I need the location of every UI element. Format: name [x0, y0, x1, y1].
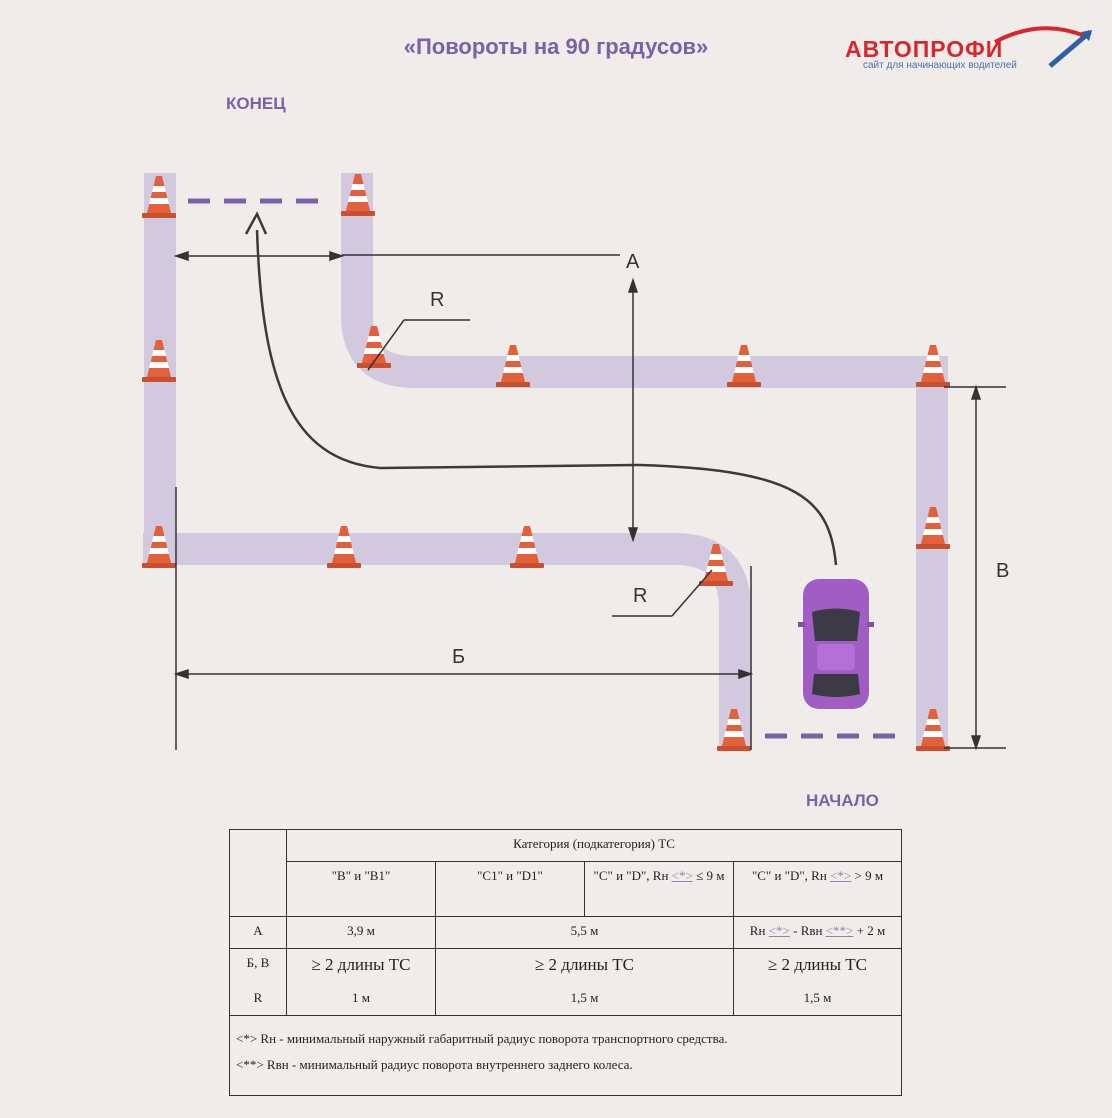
- row-label-bv: Б, В: [229, 948, 287, 984]
- footnote: <*> Rн - минимальный наружный габаритный…: [236, 1030, 728, 1046]
- table-row: Б, В ≥ 2 длины ТС ≥ 2 длины ТС ≥ 2 длины…: [229, 948, 902, 984]
- table-cell: 3,9 м: [286, 915, 436, 949]
- path-arrow-icon: [244, 211, 268, 235]
- logo-tagline: сайт для начинающих водителей: [863, 60, 1017, 71]
- start-label: НАЧАЛО: [806, 791, 879, 810]
- row-label-a: А: [229, 915, 287, 949]
- page-title: «Повороты на 90 градусов»: [403, 34, 709, 59]
- table-cell: ≥ 2 длины ТС: [286, 948, 436, 984]
- footnote: <**> Rвн - минимальный радиус поворота в…: [236, 1056, 633, 1072]
- radius-label-top: R: [430, 289, 444, 311]
- table-notes: <*> Rн - минимальный наружный габаритный…: [229, 1014, 902, 1097]
- column-header: "C" и "D", Rн <*> > 9 м: [733, 860, 902, 917]
- table-cell: ≥ 2 длины ТС: [435, 948, 734, 984]
- table-cell: 1,5 м: [733, 983, 902, 1016]
- column-header: "C1" и "D1": [435, 860, 585, 917]
- track-bottom-lane: [143, 533, 751, 750]
- table-cell: 1,5 м: [435, 983, 734, 1016]
- requirements-table: Категория (подкатегория) ТС "B" и "B1" "…: [229, 829, 902, 1097]
- driving-path: [255, 229, 838, 566]
- column-header: "C" и "D", Rн <*> ≤ 9 м: [584, 860, 734, 917]
- car-icon: [798, 579, 874, 709]
- dimension-lines: [173, 250, 1006, 751]
- logo: АВТОПРОФИ сайт для начинающих водителей: [845, 24, 1095, 74]
- table-header: Категория (подкатегория) ТС: [286, 829, 902, 862]
- table-cell: 5,5 м: [435, 915, 734, 949]
- radius-label-bottom: R: [633, 585, 647, 607]
- track-top-lane: [341, 173, 948, 388]
- dimension-label-a: А: [626, 251, 640, 273]
- table-cell: 1 м: [286, 983, 436, 1016]
- row-label-r: R: [229, 983, 287, 1016]
- dimension-label-b: Б: [452, 646, 465, 668]
- column-header: "B" и "B1": [286, 860, 436, 917]
- table-cell: ≥ 2 длины ТС: [733, 948, 902, 984]
- table-row: А 3,9 м 5,5 м Rн <*> - Rвн <**> + 2 м: [229, 915, 902, 949]
- end-label: КОНЕЦ: [226, 94, 286, 113]
- logo-swoosh-icon: [994, 26, 1092, 68]
- dimension-label-v: В: [996, 560, 1009, 582]
- course-diagram: А Б В R R: [142, 173, 1009, 751]
- table-row: R 1 м 1,5 м 1,5 м: [229, 983, 902, 1016]
- logo-name: АВТОПРОФИ: [845, 36, 1004, 62]
- table-cell: Rн <*> - Rвн <**> + 2 м: [733, 915, 902, 949]
